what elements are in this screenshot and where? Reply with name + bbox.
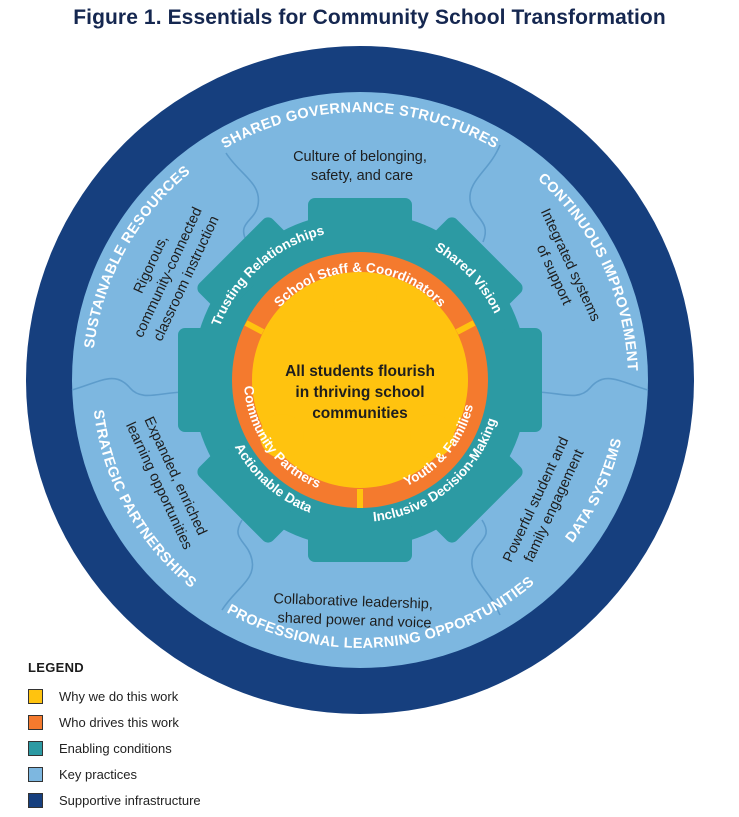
center-text-line-2: in thriving school (295, 384, 424, 401)
legend-swatch-who (28, 714, 43, 730)
legend-swatch-why (28, 688, 43, 704)
legend-title: LEGEND (28, 660, 84, 675)
legend-label: Why we do this work (59, 688, 179, 704)
legend-item: Why we do this work (28, 683, 201, 709)
driver-dividers (244, 320, 476, 508)
legend-label: Who drives this work (59, 714, 179, 730)
legend-label: Enabling conditions (59, 740, 172, 756)
center-why (252, 272, 468, 488)
legend: LEGEND Why we do this work Who drives th… (28, 660, 201, 813)
center-text-line-1: All students flourish (285, 363, 435, 380)
practice-rigorous-instruction: Rigorous, community-connected classroom … (114, 193, 225, 348)
legend-swatch-infrastructure (28, 792, 43, 808)
legend-label: Supportive infrastructure (59, 792, 201, 808)
figure-title: Figure 1. Essentials for Community Schoo… (73, 6, 666, 29)
legend-swatch-practices (28, 766, 43, 782)
center-text-line-3: communities (312, 405, 408, 422)
legend-item: Key practices (28, 761, 201, 787)
legend-item: Who drives this work (28, 709, 201, 735)
practice-seams (71, 144, 649, 616)
legend-item: Enabling conditions (28, 735, 201, 761)
legend-label: Key practices (59, 766, 138, 782)
legend-swatch-enabling (28, 740, 43, 756)
practice-leadership: Collaborative leadership, shared power a… (272, 591, 437, 632)
practice-culture: Culture of belonging, safety, and care (293, 149, 431, 184)
legend-item: Supportive infrastructure (28, 787, 201, 813)
